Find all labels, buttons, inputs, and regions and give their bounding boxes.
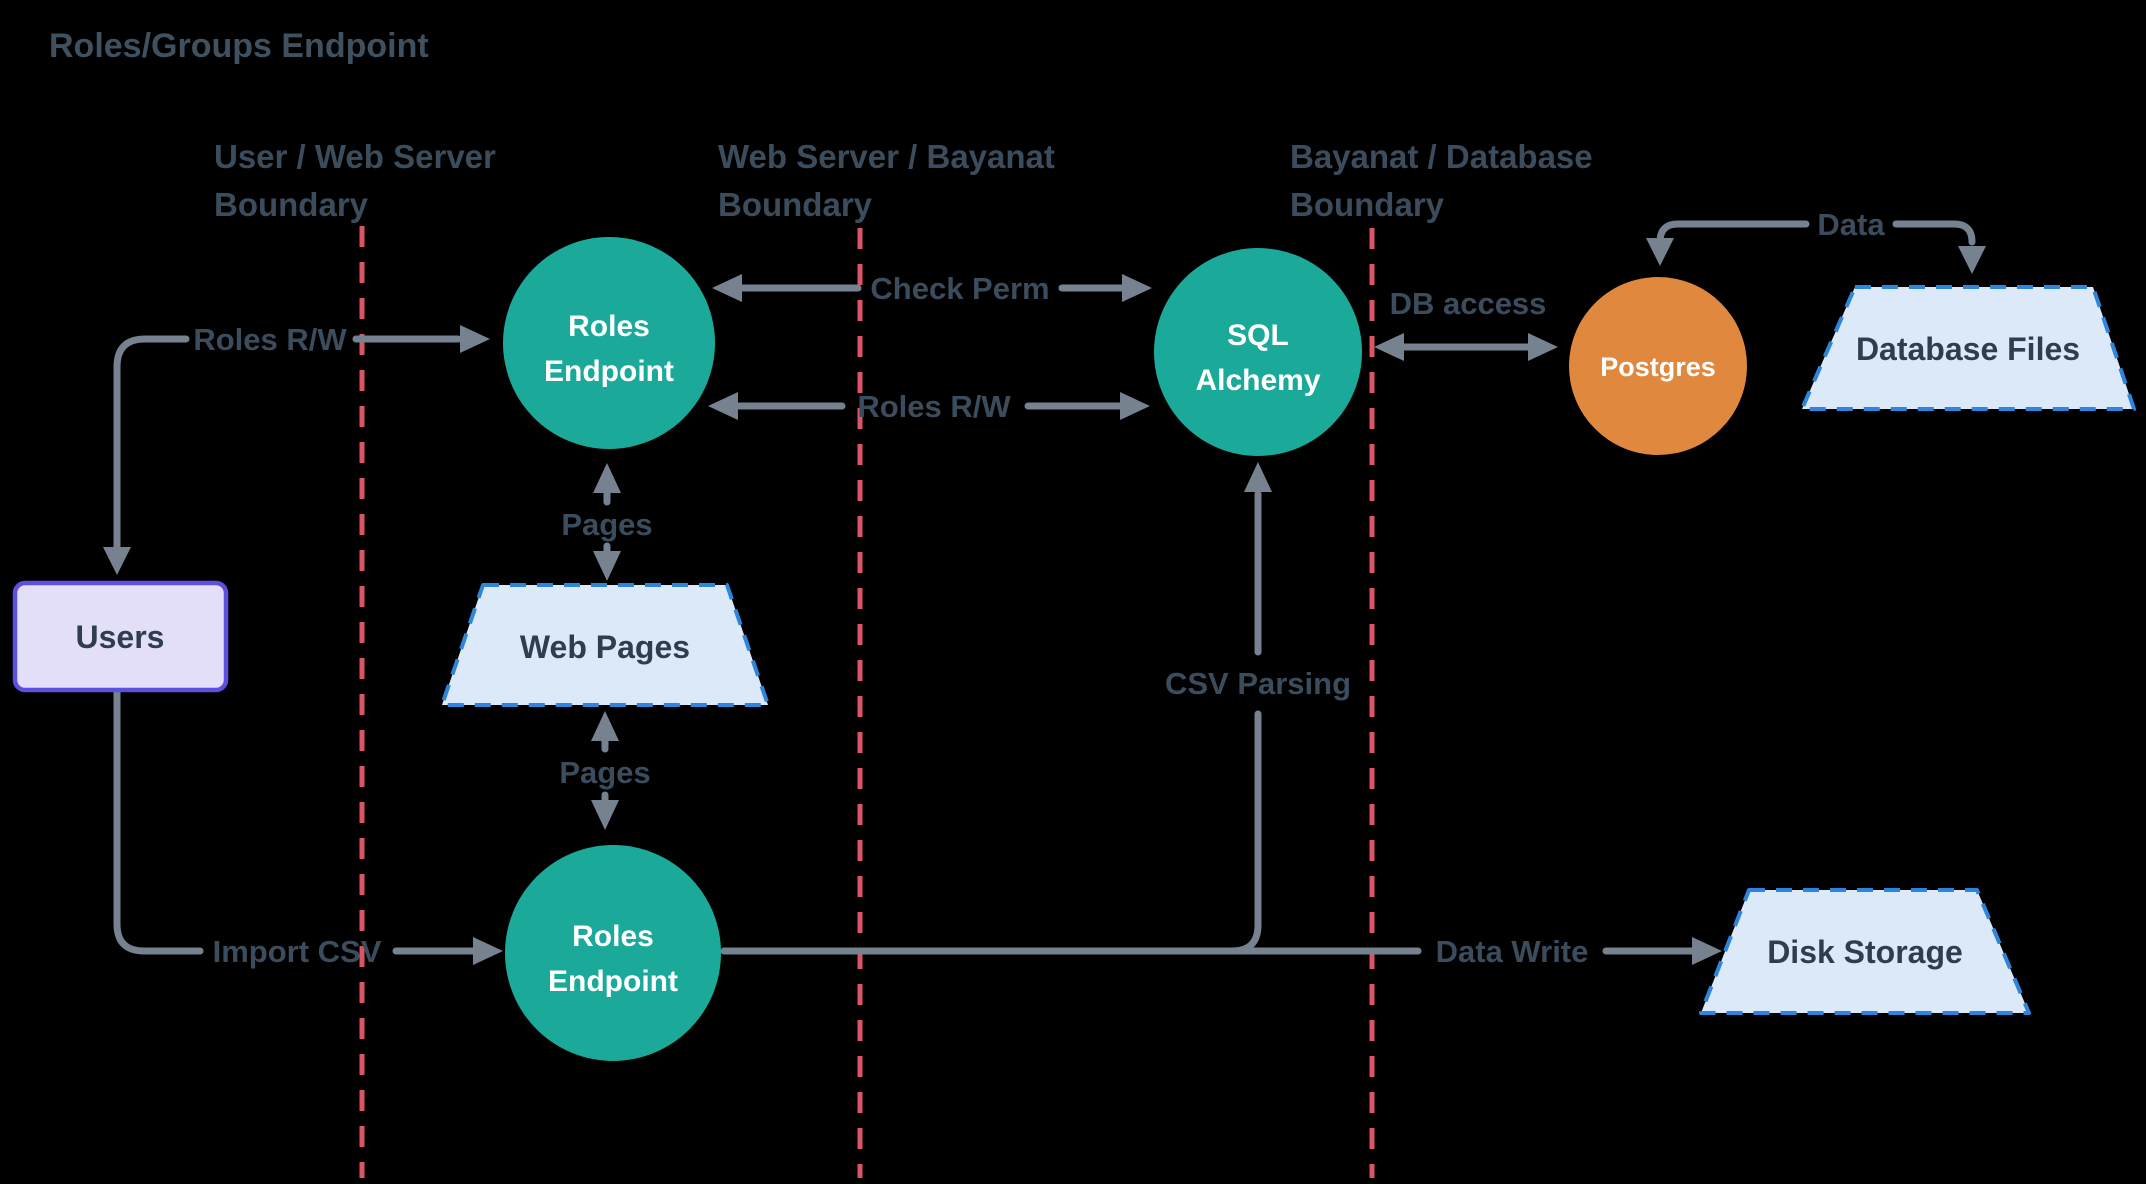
- flow-pages-bottom[interactable]: Pages: [559, 711, 651, 830]
- arrowhead-right-icon: [1122, 274, 1152, 302]
- node-label: Postgres: [1600, 352, 1716, 382]
- node-label-line2: Endpoint: [548, 965, 678, 998]
- flow-import-csv[interactable]: Import CSV: [113, 686, 503, 969]
- flow-data[interactable]: Data: [1646, 207, 1986, 274]
- node-label-line2: Endpoint: [544, 355, 674, 388]
- node-database-files: Database Files: [1800, 285, 2136, 411]
- node-label: Disk Storage: [1767, 934, 1963, 970]
- trust-boundary-webserver-bayanat: Web Server / Bayanat Boundary: [718, 138, 1055, 1178]
- node-sql-alchemy: SQL Alchemy: [1154, 248, 1362, 456]
- flow-label: DB access: [1390, 286, 1547, 321]
- node-label-line2: Alchemy: [1195, 364, 1320, 397]
- node-label-line1: SQL: [1227, 319, 1289, 352]
- arrowhead-right-icon: [1120, 392, 1150, 420]
- flow-line: [1656, 220, 1810, 246]
- flow-csv-parsing[interactable]: CSV Parsing: [1165, 462, 1351, 955]
- store-trapezoid[interactable]: [440, 583, 770, 707]
- flow-roles-rw-mid[interactable]: Roles R/W: [708, 389, 1150, 424]
- boundary-label-line1: Web Server / Bayanat: [718, 138, 1055, 175]
- store-trapezoid[interactable]: [1699, 888, 2031, 1015]
- boundary-label-line2: Boundary: [1290, 186, 1445, 223]
- flow-label: Roles R/W: [857, 389, 1011, 424]
- node-label: Users: [76, 619, 165, 655]
- node-web-pages: Web Pages: [440, 583, 770, 707]
- flow-label: Import CSV: [213, 934, 382, 969]
- flow-label: Check Perm: [870, 271, 1049, 306]
- arrowhead-left-icon: [1374, 333, 1404, 361]
- actor-box[interactable]: [12, 580, 229, 693]
- node-users: Users: [12, 580, 229, 693]
- arrowhead-right-icon: [460, 325, 490, 353]
- flow-data-write[interactable]: Data Write: [720, 934, 1722, 969]
- node-disk-storage: Disk Storage: [1699, 888, 2031, 1015]
- flow-check-perm[interactable]: Check Perm: [712, 271, 1152, 306]
- flow-label: Data: [1817, 207, 1885, 242]
- trust-boundary-bayanat-database: Bayanat / Database Boundary: [1290, 138, 1593, 1178]
- flow-pages-top[interactable]: Pages: [561, 463, 653, 581]
- flow-line: [1892, 220, 1976, 246]
- boundary-label-line2: Boundary: [718, 186, 873, 223]
- node-postgres: Postgres: [1569, 277, 1747, 455]
- arrowhead-down-icon: [1646, 238, 1674, 266]
- node-label: Database Files: [1856, 331, 2080, 367]
- arrowhead-left-icon: [712, 274, 742, 302]
- arrowhead-down-icon: [593, 551, 621, 581]
- nodes: Users Roles Endpoint SQL Alchemy Postgre…: [12, 237, 2136, 1061]
- database-circle[interactable]: [1569, 277, 1747, 455]
- node-roles-endpoint-top: Roles Endpoint: [503, 237, 715, 449]
- arrowhead-right-icon: [1692, 937, 1722, 965]
- node-roles-endpoint-bottom: Roles Endpoint: [505, 845, 721, 1061]
- flow-db-access[interactable]: DB access: [1374, 286, 1558, 361]
- arrowhead-up-icon: [593, 463, 621, 493]
- process-circle[interactable]: [505, 845, 721, 1061]
- node-label-line1: Roles: [568, 310, 650, 343]
- flows: Roles R/W Check Perm Roles R/W Pages: [103, 207, 1986, 969]
- process-circle[interactable]: [503, 237, 715, 449]
- flow-line: [113, 686, 204, 955]
- trust-boundaries: User / Web Server Boundary Web Server / …: [214, 138, 1593, 1178]
- flow-line: [1228, 710, 1262, 955]
- flow-line: [113, 335, 190, 551]
- flow-label: Data Write: [1436, 934, 1589, 969]
- arrowhead-up-icon: [591, 711, 619, 741]
- flow-label: CSV Parsing: [1165, 666, 1351, 701]
- flow-label: Pages: [559, 755, 650, 790]
- arrowhead-up-icon: [1244, 462, 1272, 492]
- process-circle[interactable]: [1154, 248, 1362, 456]
- page-title: Roles/Groups Endpoint: [49, 27, 429, 65]
- node-label-line1: Roles: [572, 920, 654, 953]
- boundary-label-line2: Boundary: [214, 186, 369, 223]
- arrowhead-down-icon: [1958, 246, 1986, 274]
- flow-label: Roles R/W: [193, 322, 347, 357]
- arrowhead-right-icon: [473, 937, 503, 965]
- arrowhead-down-icon: [591, 800, 619, 830]
- boundary-label-line1: User / Web Server: [214, 138, 496, 175]
- arrowhead-left-icon: [708, 392, 738, 420]
- arrowhead-right-icon: [1528, 333, 1558, 361]
- trust-boundary-user-webserver: User / Web Server Boundary: [214, 138, 496, 1178]
- arrowhead-down-icon: [103, 547, 131, 575]
- node-label: Web Pages: [520, 629, 690, 665]
- flow-roles-rw-users[interactable]: Roles R/W: [103, 322, 490, 575]
- flow-label: Pages: [561, 507, 652, 542]
- boundary-label-line1: Bayanat / Database: [1290, 138, 1593, 175]
- store-trapezoid[interactable]: [1800, 285, 2136, 411]
